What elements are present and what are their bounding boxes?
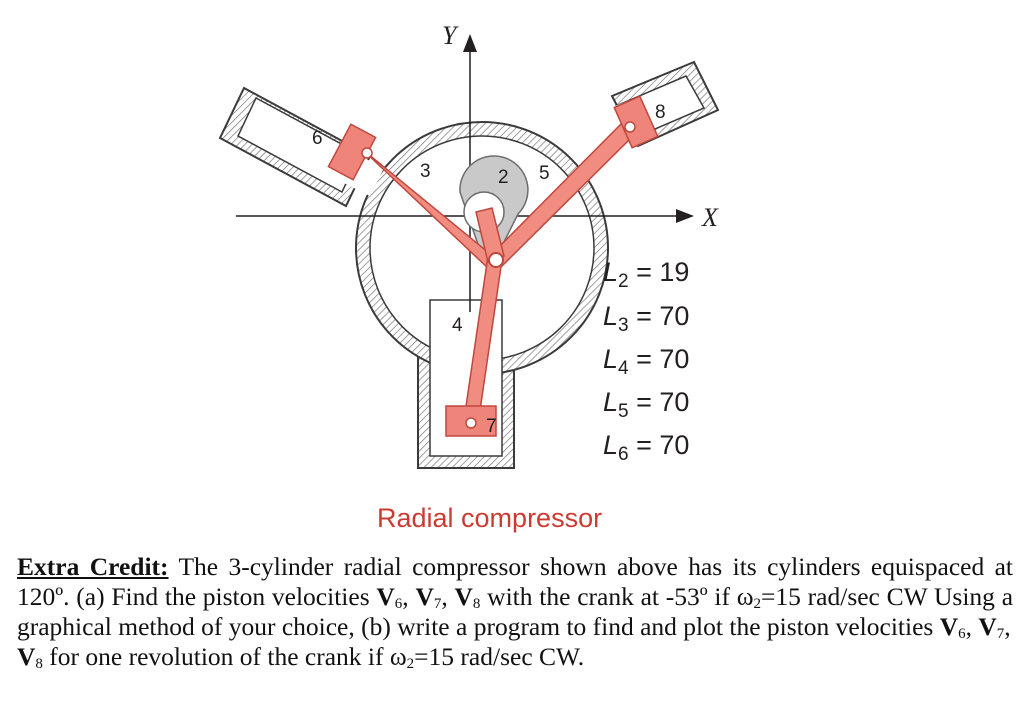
velocity-v6: V [939, 612, 959, 641]
part-number-2: 2 [498, 167, 509, 188]
crank-pin [488, 252, 504, 268]
problem-text-5: =15 rad/sec CW. [414, 642, 585, 671]
figure-caption: Radial compressor [377, 503, 602, 533]
linkage [362, 118, 636, 425]
separator: , [1004, 612, 1011, 641]
pins [361, 121, 636, 429]
length-l2: L2 = 19 [603, 257, 689, 292]
part-number-3: 3 [420, 161, 431, 182]
extra-credit-heading: Extra Credit: [17, 552, 169, 581]
velocity-v6: V [376, 582, 395, 611]
velocity-v8: V [454, 582, 473, 611]
part-number-6: 6 [312, 128, 323, 149]
length-l6: L6 = 70 [603, 430, 689, 465]
velocity-v8: V [17, 642, 36, 671]
radial-compressor-figure: Y X [218, 21, 720, 533]
problem-text-2: with the crank at -53º if ω [480, 582, 754, 611]
separator: , [441, 582, 455, 611]
pin-7 [465, 417, 477, 429]
y-axis-label: Y [442, 21, 459, 50]
piston-7 [445, 405, 497, 437]
crank-2 [475, 207, 505, 264]
problem-text-4: for one revolution of the crank if ω [42, 642, 407, 671]
pin-6 [361, 147, 373, 159]
velocity-v6-sub: 6 [958, 626, 966, 642]
piston-8 [613, 95, 659, 149]
problem-text-3: =15 rad/sec CW Using a graphical method … [17, 582, 1014, 641]
link-lengths: L2 = 19 L3 = 70 L4 = 70 L5 = 70 L6 = 70 [603, 257, 689, 465]
length-l3: L3 = 70 [603, 301, 689, 336]
piston-6 [327, 123, 377, 181]
pistons [327, 95, 659, 437]
omega-sub: 2 [753, 596, 762, 612]
length-l4: L4 = 70 [603, 344, 689, 379]
omega-sub: 2 [406, 656, 415, 672]
separator: , [965, 612, 979, 641]
pin-8 [624, 121, 636, 133]
part-numbers: 6 3 2 5 8 4 7 [312, 102, 666, 437]
part-number-8: 8 [655, 102, 666, 123]
problem-text-1: The 3-cylinder radial compressor shown a… [17, 552, 1013, 611]
velocity-v6-sub: 6 [394, 596, 403, 612]
velocity-v8-sub: 8 [35, 656, 43, 672]
coordinate-axes: Y X [236, 21, 719, 312]
velocity-v7: V [978, 612, 997, 641]
separator: , [402, 582, 416, 611]
velocity-v7: V [415, 582, 434, 611]
part-number-4: 4 [452, 315, 463, 336]
velocity-v7-sub: 7 [996, 626, 1005, 642]
part-number-5: 5 [539, 163, 550, 184]
length-l5: L5 = 70 [603, 387, 689, 422]
velocity-v8-sub: 8 [472, 596, 481, 612]
velocity-v7-sub: 7 [433, 596, 442, 612]
x-axis-label: X [701, 203, 719, 232]
problem-statement: Extra Credit: The 3-cylinder radial comp… [17, 552, 1013, 672]
part-number-7: 7 [486, 416, 497, 437]
